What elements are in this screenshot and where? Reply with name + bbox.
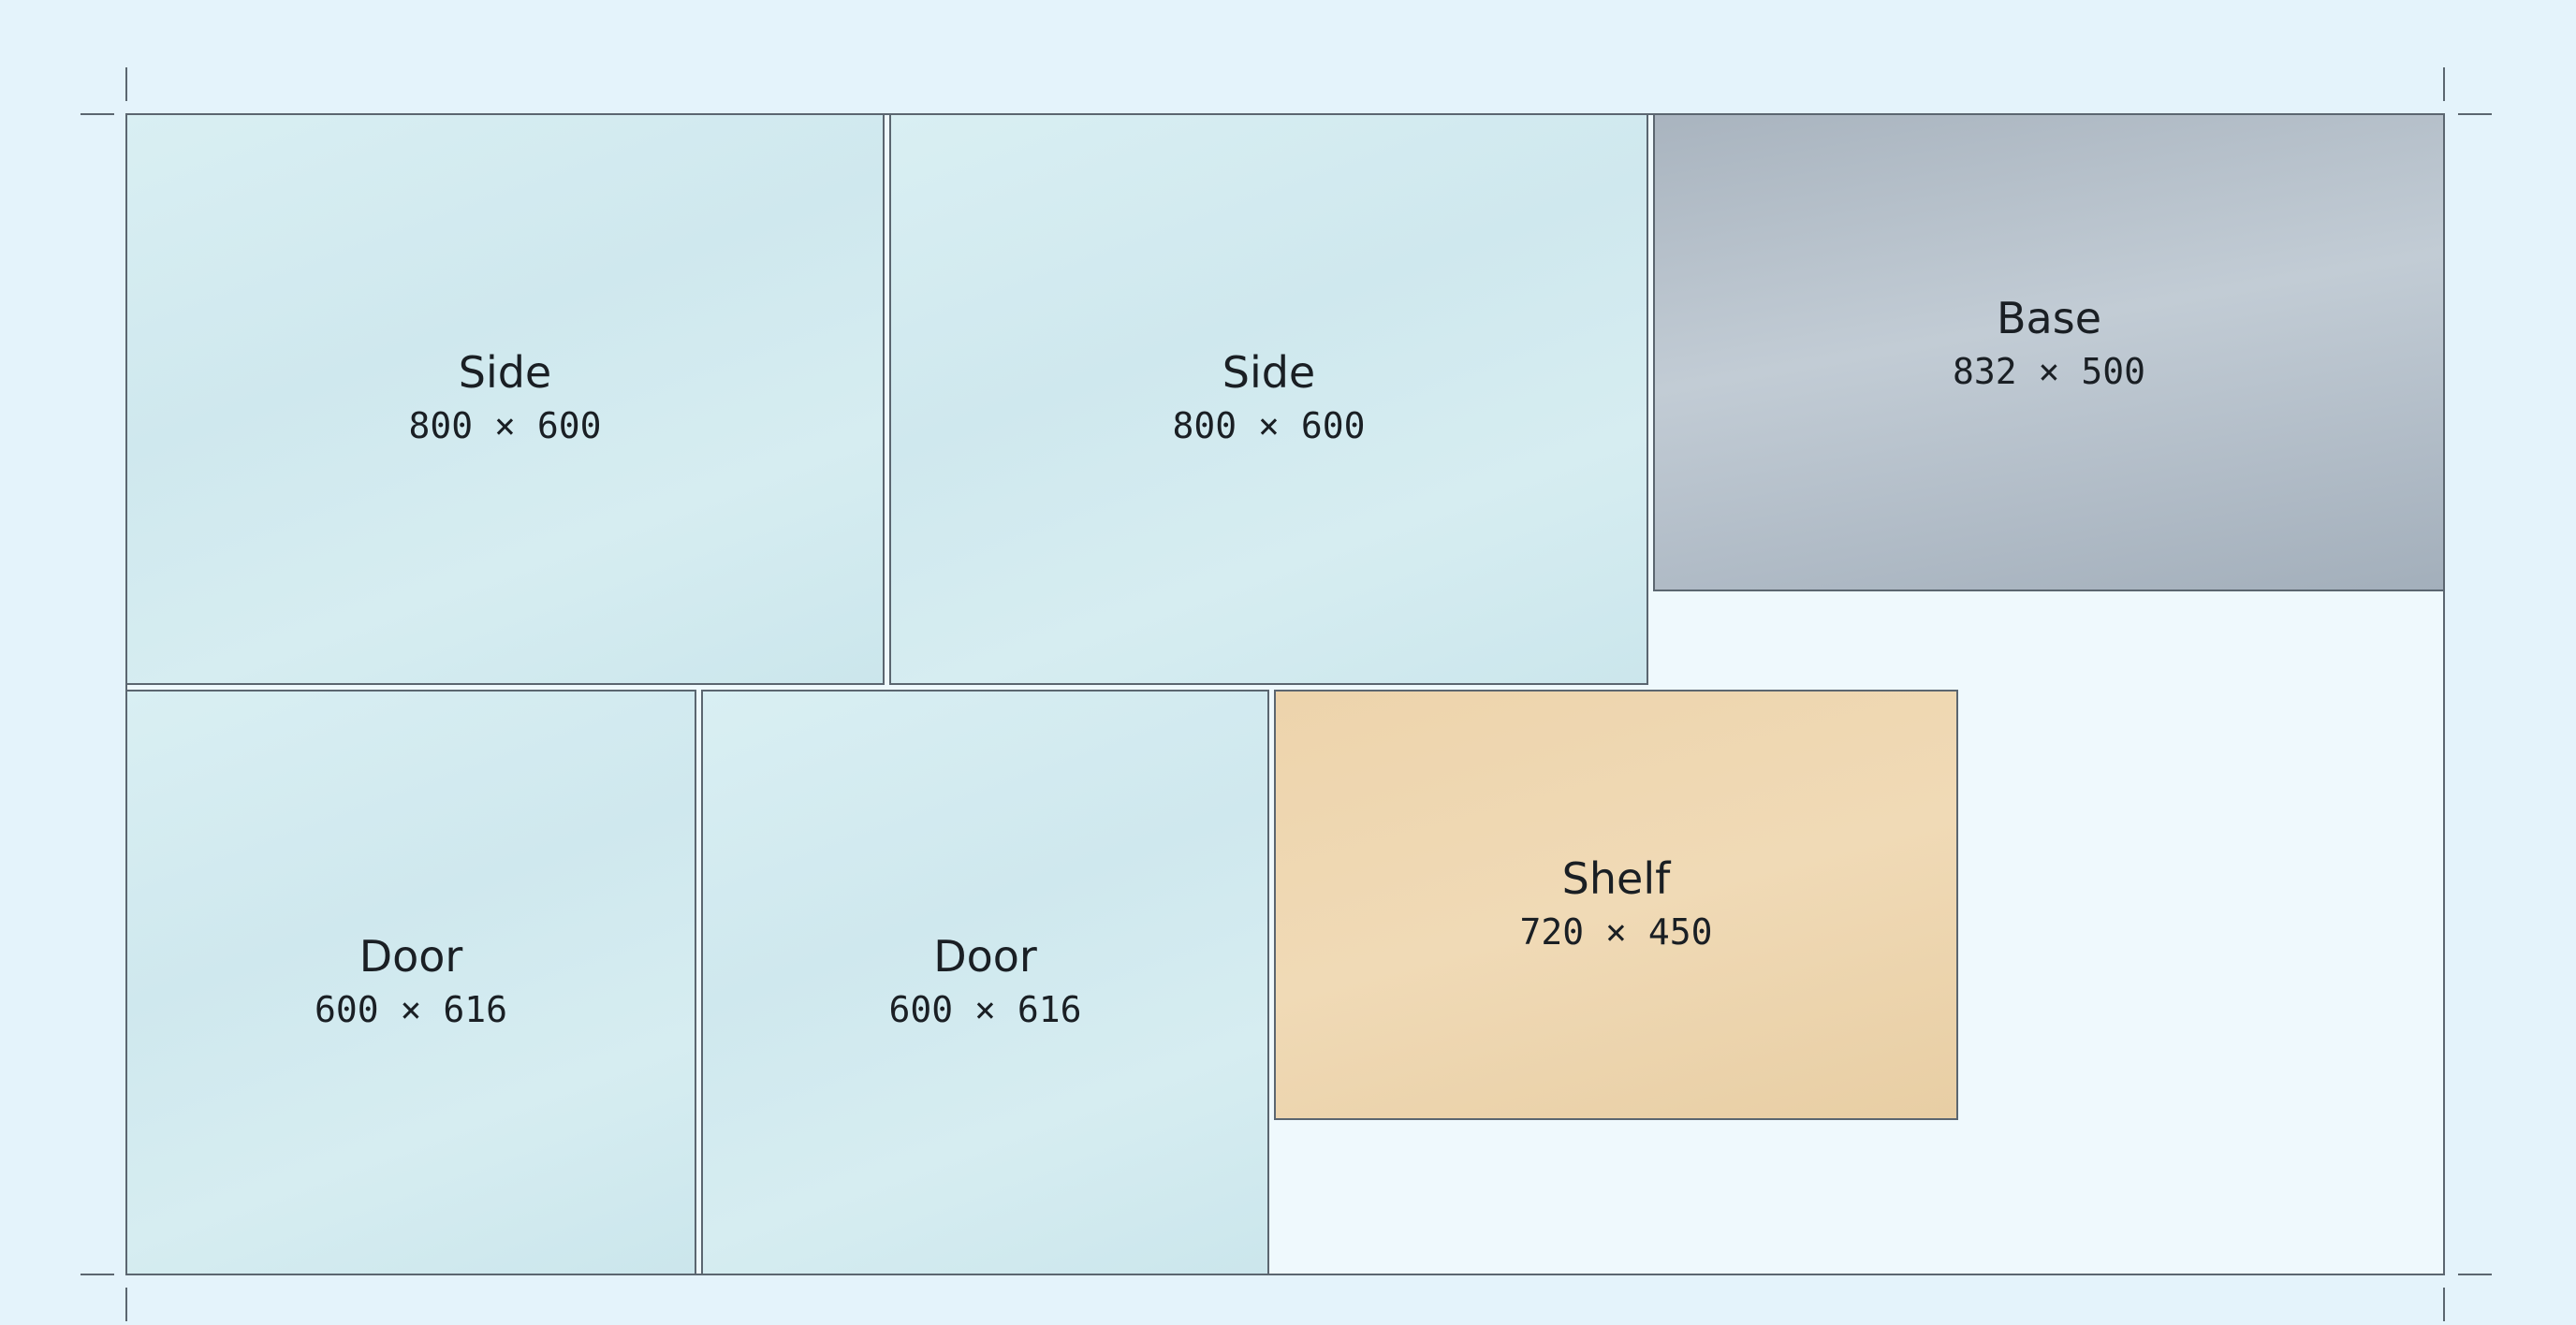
- piece-dimensions: 800 × 600: [1172, 405, 1366, 447]
- piece-name: Shelf: [1561, 852, 1671, 904]
- crop-mark-top-left-h: [80, 113, 114, 115]
- crop-mark-bottom-right-h: [2458, 1274, 2492, 1275]
- piece-base[interactable]: Base 832 × 500: [1653, 113, 2445, 591]
- piece-side-1[interactable]: Side 800 × 600: [125, 113, 885, 685]
- piece-dimensions: 600 × 616: [888, 988, 1082, 1030]
- piece-side-2[interactable]: Side 800 × 600: [889, 113, 1648, 685]
- piece-name: Base: [1996, 293, 2101, 343]
- crop-mark-bottom-right-v: [2443, 1288, 2445, 1321]
- piece-name: Side: [458, 347, 552, 399]
- piece-name: Side: [1222, 347, 1316, 399]
- crop-mark-top-right-v: [2443, 67, 2445, 101]
- crop-mark-bottom-left-h: [80, 1274, 114, 1275]
- piece-door-2[interactable]: Door 600 × 616: [701, 690, 1269, 1275]
- piece-dimensions: 600 × 616: [315, 988, 507, 1030]
- piece-dimensions: 800 × 600: [408, 405, 602, 447]
- crop-mark-top-left-v: [125, 67, 127, 101]
- piece-shelf[interactable]: Shelf 720 × 450: [1274, 690, 1958, 1120]
- crop-mark-bottom-left-v: [125, 1288, 127, 1321]
- piece-name: Door: [933, 930, 1037, 982]
- piece-dimensions: 720 × 450: [1519, 910, 1713, 953]
- piece-name: Door: [359, 930, 463, 982]
- piece-door-1[interactable]: Door 600 × 616: [125, 690, 696, 1275]
- piece-dimensions: 832 × 500: [1953, 351, 2145, 393]
- crop-mark-top-right-h: [2458, 113, 2492, 115]
